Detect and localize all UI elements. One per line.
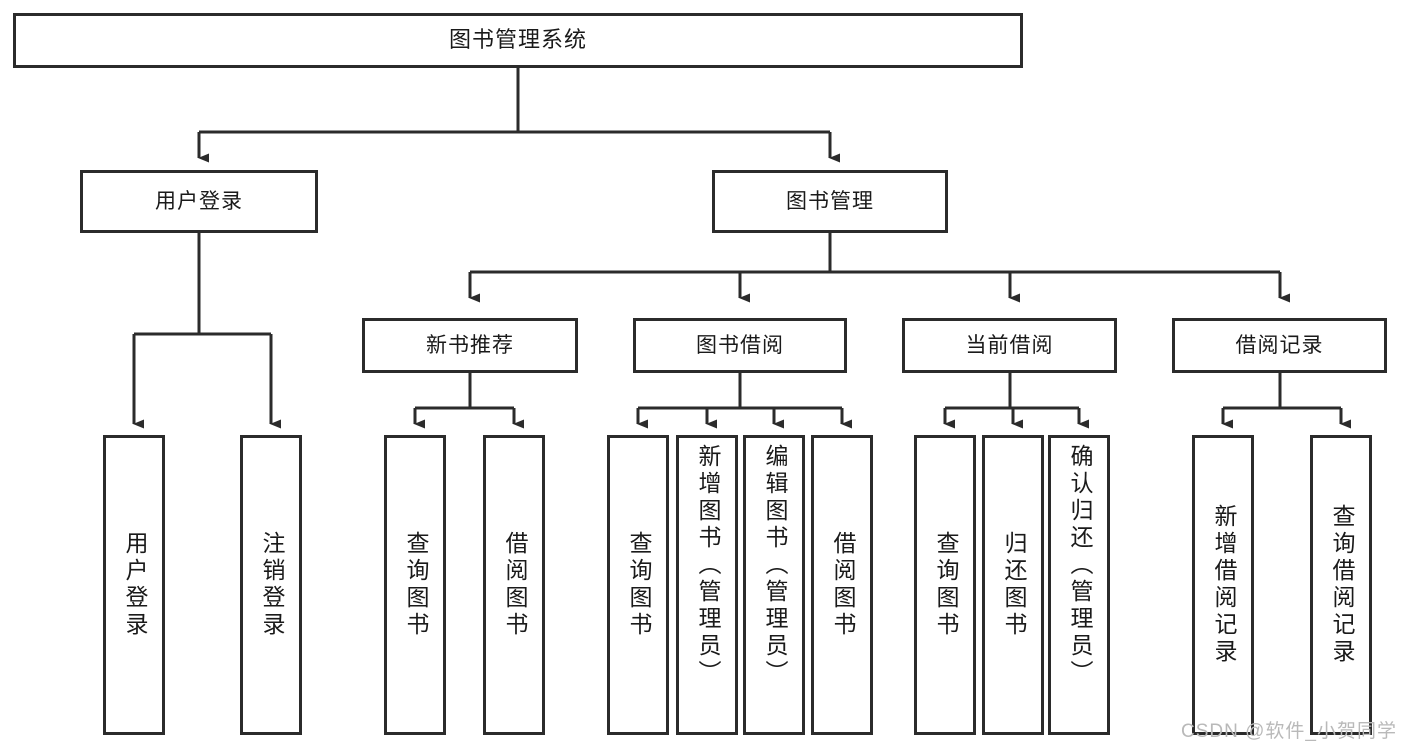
- node-label: 图书借阅: [696, 333, 784, 357]
- node-label: 当前借阅: [965, 333, 1054, 357]
- leaf-current-query-book[interactable]: 查询图书: [914, 435, 976, 735]
- node-label: 编辑图书（管理员）: [761, 444, 788, 687]
- node-current-borrow[interactable]: 当前借阅: [902, 318, 1117, 373]
- leaf-user-login-login[interactable]: 用户登录: [103, 435, 165, 735]
- node-label: 用户登录: [121, 531, 148, 639]
- node-label: 新增借阅记录: [1210, 504, 1237, 666]
- leaf-recommend-query-book[interactable]: 查询图书: [384, 435, 446, 735]
- leaf-recommend-borrow-book[interactable]: 借阅图书: [483, 435, 545, 735]
- node-label: 确认归还（管理员）: [1066, 444, 1093, 687]
- leaf-record-query-record[interactable]: 查询借阅记录: [1310, 435, 1372, 735]
- node-book-borrow[interactable]: 图书借阅: [633, 318, 847, 373]
- leaf-record-add-record[interactable]: 新增借阅记录: [1192, 435, 1254, 735]
- node-label: 新增图书（管理员）: [694, 444, 721, 687]
- node-label: 注销登录: [258, 531, 285, 639]
- node-label: 图书管理: [786, 189, 874, 213]
- watermark-text: CSDN @软件_小贺同学: [1181, 721, 1397, 742]
- node-label: 查询借阅记录: [1328, 504, 1355, 666]
- node-label: 图书管理系统: [448, 27, 587, 53]
- leaf-borrow-add-book-admin[interactable]: 新增图书（管理员）: [676, 435, 738, 735]
- node-label: 新书推荐: [426, 333, 514, 357]
- node-book-management[interactable]: 图书管理: [712, 170, 948, 233]
- leaf-current-return-book[interactable]: 归还图书: [982, 435, 1044, 735]
- node-label: 用户登录: [155, 189, 243, 213]
- node-label: 查询图书: [402, 531, 429, 639]
- leaf-borrow-query-book[interactable]: 查询图书: [607, 435, 669, 735]
- node-label: 查询图书: [625, 531, 652, 639]
- node-label: 借阅记录: [1235, 333, 1324, 357]
- node-borrow-record[interactable]: 借阅记录: [1172, 318, 1387, 373]
- node-new-book-recommend[interactable]: 新书推荐: [362, 318, 578, 373]
- node-label: 借阅图书: [501, 531, 528, 639]
- node-label: 借阅图书: [829, 531, 856, 639]
- leaf-borrow-borrow-book[interactable]: 借阅图书: [811, 435, 873, 735]
- leaf-current-confirm-return-admin[interactable]: 确认归还（管理员）: [1048, 435, 1110, 735]
- node-root-system[interactable]: 图书管理系统: [13, 13, 1023, 68]
- node-label: 查询图书: [932, 531, 959, 639]
- node-label: 归还图书: [1000, 531, 1027, 639]
- leaf-user-login-logout[interactable]: 注销登录: [240, 435, 302, 735]
- node-user-login[interactable]: 用户登录: [80, 170, 318, 233]
- leaf-borrow-edit-book-admin[interactable]: 编辑图书（管理员）: [743, 435, 805, 735]
